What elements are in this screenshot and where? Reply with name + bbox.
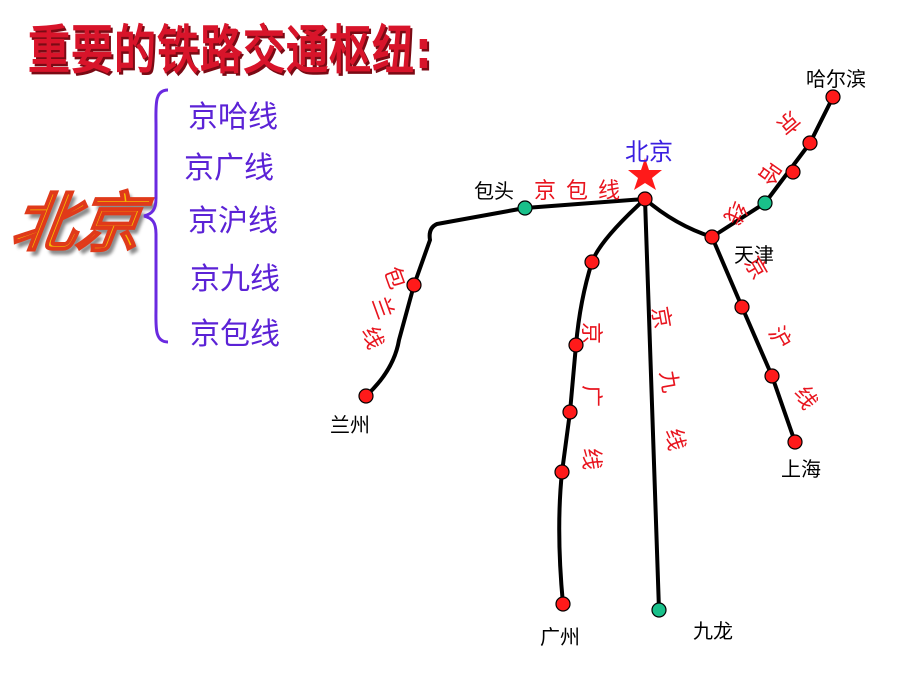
rail-label-jingguang-3: 线 <box>578 448 603 470</box>
track-jinghu <box>710 235 797 444</box>
label-beijing: 北京 <box>625 138 673 166</box>
rail-label-baolan-2: 兰 <box>366 294 397 323</box>
beijing-star-icon <box>628 158 662 190</box>
rail-label-baolan-3: 线 <box>356 324 387 353</box>
rail-label-jingjiu-1: 京 <box>646 305 674 331</box>
curly-brace-icon <box>143 88 169 344</box>
station-jinghu-1 <box>734 299 750 315</box>
label-baotou: 包头 <box>474 179 514 203</box>
station-baotou <box>517 200 533 216</box>
label-jiulong: 九龙 <box>693 619 733 643</box>
station-tianjin <box>704 229 720 245</box>
label-harbin: 哈尔滨 <box>806 67 866 91</box>
line-item-jingbao: 京包线 <box>190 317 280 352</box>
station-jingha-2 <box>802 135 818 151</box>
line-item-jingjiu: 京九线 <box>190 262 280 297</box>
line-item-jingha: 京哈线 <box>188 100 278 135</box>
rail-label-jingbao-3: 线 <box>598 179 620 204</box>
rail-label-jingha-3: 线 <box>718 197 751 229</box>
rail-label-jingguang-2: 广 <box>578 385 603 407</box>
line-item-jingguang: 京广线 <box>184 151 274 186</box>
rail-label-jinghu-3: 线 <box>789 383 822 415</box>
station-jingha-1 <box>785 164 801 180</box>
track-jingguang <box>557 197 647 606</box>
station-jinghu-2 <box>764 368 780 384</box>
rail-label-jingha-1: 京 <box>771 105 804 138</box>
rail-label-jingjiu-2: 九 <box>654 369 682 395</box>
station-shanghai <box>787 434 803 450</box>
station-guangzhou <box>555 596 571 612</box>
station-beijing <box>637 191 653 207</box>
station-jiulong <box>651 602 667 618</box>
label-tianjin: 天津 <box>734 243 774 267</box>
station-jingha-green <box>757 195 773 211</box>
station-lanzhou <box>358 388 374 404</box>
station-jingguang-1 <box>584 254 600 270</box>
station-jingguang-2 <box>568 337 584 353</box>
track-jingha <box>643 95 835 239</box>
label-guangzhou: 广州 <box>540 625 580 649</box>
label-lanzhou: 兰州 <box>330 413 370 437</box>
rail-label-jingbao-2: 包 <box>566 179 588 204</box>
rail-label-jingjiu-3: 线 <box>660 427 688 453</box>
line-item-jinghu: 京沪线 <box>188 204 278 239</box>
station-baolan-mid <box>406 277 422 293</box>
station-jingguang-4 <box>554 464 570 480</box>
rail-label-jinghu-2: 沪 <box>763 323 796 355</box>
station-harbin <box>825 89 841 105</box>
rail-label-jingguang-1: 京 <box>578 322 603 344</box>
rail-label-jingbao-1: 京 <box>534 179 556 204</box>
rail-label-baolan-1: 包 <box>378 264 409 293</box>
page-title: 重要的铁路交通枢纽: <box>28 19 433 81</box>
label-shanghai: 上海 <box>781 457 821 481</box>
station-jingguang-3 <box>562 404 578 420</box>
track-jingbao <box>364 197 647 398</box>
track-jingjiu <box>643 197 661 612</box>
